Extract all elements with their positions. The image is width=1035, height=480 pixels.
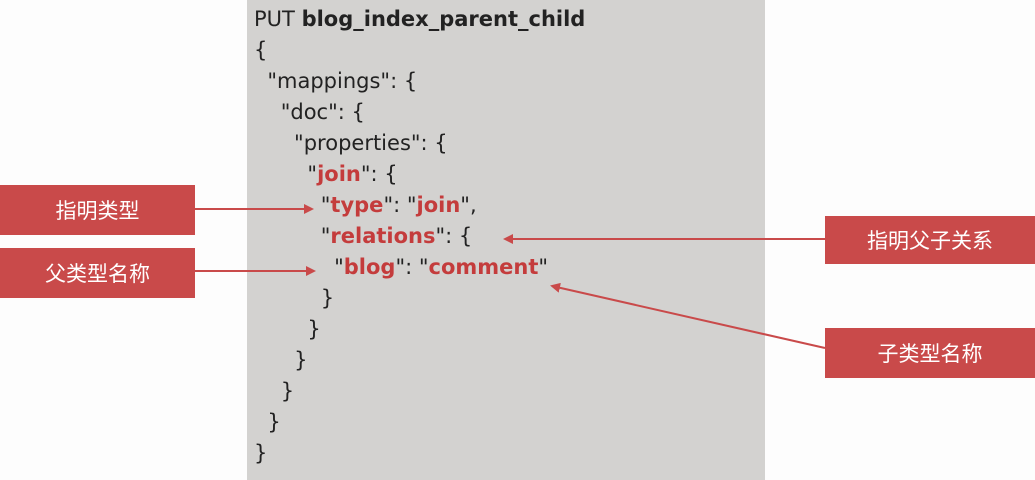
code-line-4: "properties": { — [254, 131, 448, 155]
type-value: join — [416, 193, 461, 217]
code-line-2: "mappings": { — [254, 69, 418, 93]
doc-key: doc — [290, 100, 329, 124]
code-line-10: } — [307, 317, 321, 341]
callout-specify-relation: 指明父子关系 — [825, 216, 1035, 264]
arrow-child-type-name — [550, 282, 826, 349]
code-block: PUT blog_index_parent_child { "mappings"… — [254, 4, 585, 469]
callout-specify-type: 指明类型 — [0, 185, 195, 235]
code-line-1: { — [254, 38, 268, 62]
code-line-13: } — [267, 410, 281, 434]
callout-parent-type-name: 父类型名称 — [0, 248, 195, 298]
callout-child-type-name: 子类型名称 — [825, 328, 1035, 378]
code-line-6: "type": "join", — [254, 193, 477, 217]
parent-name: blog — [343, 255, 396, 279]
mappings-key: mappings — [277, 69, 381, 93]
code-line-8: "blog": "comment" — [254, 255, 549, 279]
relations-key: relations — [330, 224, 436, 248]
child-name: comment — [428, 255, 539, 279]
code-line-14: } — [254, 441, 268, 465]
properties-key: properties — [303, 131, 411, 155]
code-line-11: } — [294, 348, 308, 372]
code-line-7: "relations": { — [254, 224, 473, 248]
code-line-request: PUT blog_index_parent_child — [254, 4, 585, 35]
code-line-3: "doc": { — [254, 100, 365, 124]
code-line-5: "join": { — [254, 162, 398, 186]
code-line-12: } — [280, 379, 295, 403]
http-method: PUT — [254, 7, 295, 31]
join-key: join — [317, 162, 361, 186]
code-line-9: } — [320, 286, 335, 310]
index-name: blog_index_parent_child — [301, 7, 586, 31]
type-key: type — [330, 193, 384, 217]
